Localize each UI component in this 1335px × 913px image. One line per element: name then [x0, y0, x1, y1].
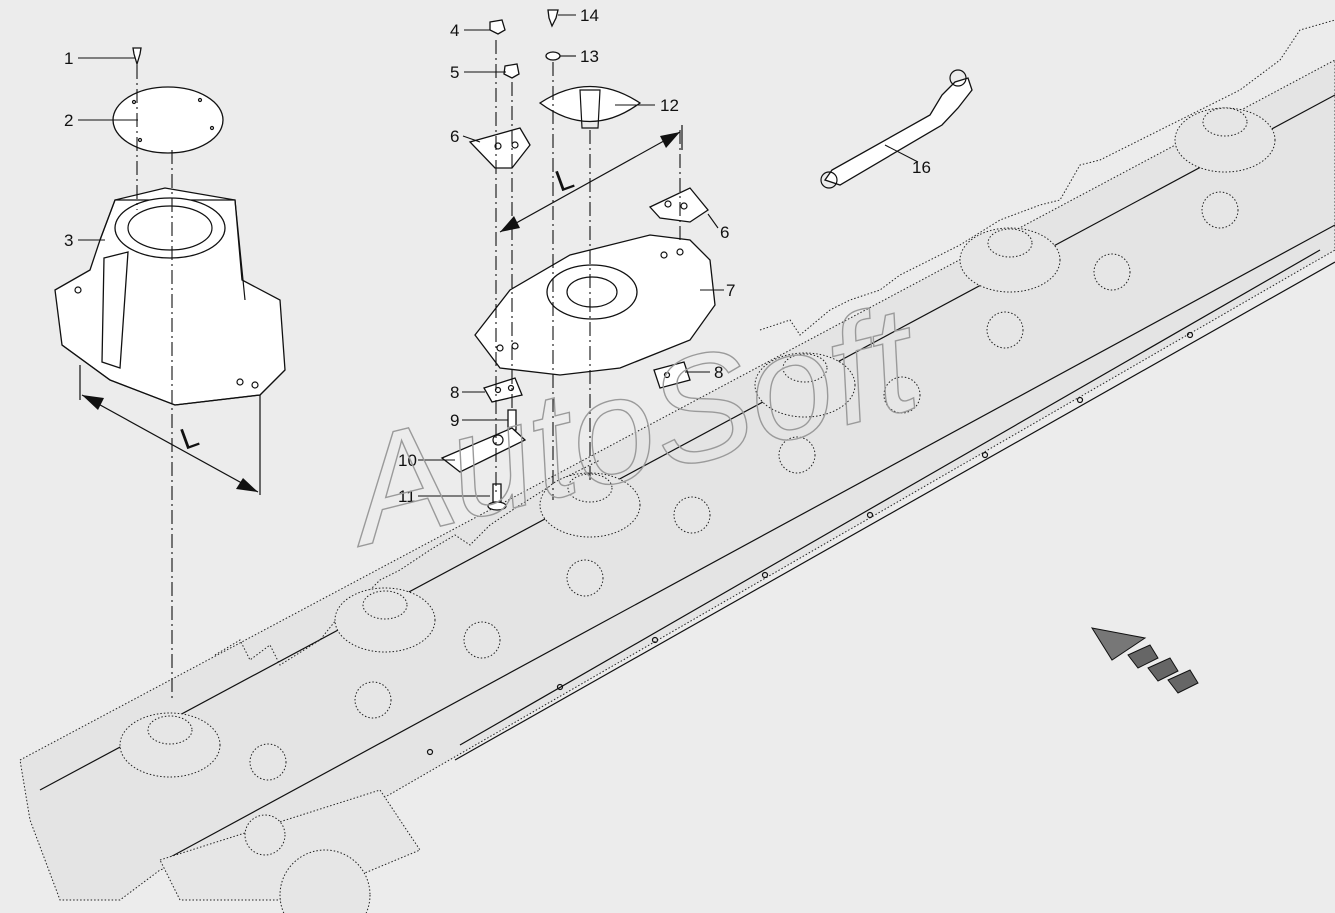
callout-8a: 8 [450, 383, 459, 402]
callout-14: 14 [580, 6, 599, 25]
wrench-16 [820, 69, 973, 189]
callout-11: 11 [398, 487, 416, 506]
callouts: 1 2 3 4 5 6 6 7 8 8 9 10 11 12 13 14 16 [64, 6, 931, 506]
blade-10 [440, 427, 527, 473]
bolt-14 [547, 9, 559, 28]
assembly-axes [136, 40, 681, 700]
leader-lines [78, 14, 919, 497]
knife-guards [214, 19, 1335, 666]
callout-1: 1 [64, 49, 73, 68]
bolt-9 [507, 409, 517, 431]
callout-13: 13 [580, 47, 599, 66]
callout-10: 10 [398, 451, 417, 470]
cap-12 [538, 85, 642, 129]
callout-4: 4 [450, 21, 459, 40]
knife-holder-6a [468, 127, 531, 169]
callout-6a: 6 [450, 127, 459, 146]
callout-16: 16 [912, 158, 931, 177]
bolt-11 [487, 483, 507, 511]
callout-12: 12 [660, 96, 679, 115]
callout-3: 3 [64, 231, 73, 250]
dimension-label-drum: L [176, 420, 203, 457]
callout-8b: 8 [714, 363, 723, 382]
dimension-lines [79, 125, 683, 495]
nut-5 [503, 63, 520, 79]
dimension-label-disc: L [551, 162, 578, 199]
plate-8b [653, 361, 691, 389]
drum-3 [54, 187, 286, 406]
callout-5: 5 [450, 63, 459, 82]
disc-hubs [119, 107, 1276, 781]
callout-2: 2 [64, 111, 73, 130]
travel-direction-arrow [1090, 627, 1199, 694]
callout-6b: 6 [720, 223, 729, 242]
screw-1 [132, 47, 142, 67]
washer-13 [545, 51, 561, 61]
knife-holder-6b [648, 187, 709, 223]
nut-4 [489, 19, 506, 35]
callout-7: 7 [726, 281, 735, 300]
callout-9: 9 [450, 411, 459, 430]
cutting-disc-7 [474, 234, 716, 376]
